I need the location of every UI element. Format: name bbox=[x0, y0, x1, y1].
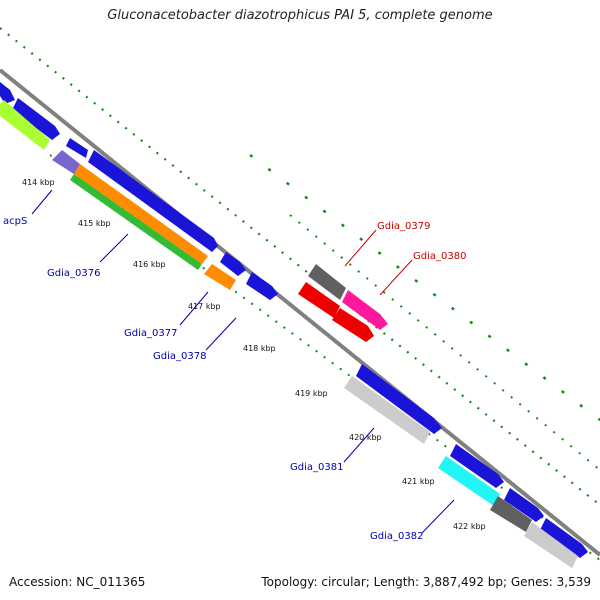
gene-arrow[interactable] bbox=[0, 82, 15, 104]
gene-arrow[interactable] bbox=[246, 272, 278, 300]
label-leaders bbox=[31, 189, 455, 534]
gene-arrow[interactable] bbox=[74, 164, 208, 264]
backbone-line bbox=[0, 68, 600, 557]
map-title: Gluconacetobacter diazotrophicus PAI 5, … bbox=[107, 8, 493, 23]
gene-arrow[interactable] bbox=[308, 264, 346, 300]
gene-arrow[interactable] bbox=[52, 150, 80, 174]
gene-arrow[interactable] bbox=[88, 150, 218, 252]
gene-arrow[interactable] bbox=[220, 252, 246, 276]
gene-arrow[interactable] bbox=[490, 496, 532, 532]
gene-arrow[interactable] bbox=[450, 444, 504, 488]
outer-dotted-track bbox=[0, 27, 600, 506]
gene-arrow[interactable] bbox=[524, 522, 578, 568]
kbp-tick-label: 416 kbp bbox=[133, 260, 166, 269]
gene-arrow[interactable] bbox=[332, 308, 374, 342]
kbp-tick-label: 422 kbp bbox=[453, 522, 486, 531]
forward-genes bbox=[0, 82, 588, 558]
middle-dotted-track bbox=[289, 214, 600, 471]
gene-arrow[interactable] bbox=[204, 264, 236, 290]
gene-arrow[interactable] bbox=[540, 518, 588, 558]
kbp-tick-label: 419 kbp bbox=[295, 389, 328, 398]
gene-arrow[interactable] bbox=[344, 376, 430, 444]
gene-label-gdia-0378[interactable]: Gdia_0378 bbox=[153, 351, 206, 362]
gene-arrow[interactable] bbox=[356, 364, 442, 434]
gene-arrow[interactable] bbox=[438, 456, 500, 506]
gene-arrow[interactable] bbox=[0, 100, 50, 150]
gene-label-acps[interactable]: acpS bbox=[3, 216, 27, 227]
gene-arrow[interactable] bbox=[66, 138, 88, 158]
genome-summary-label: Topology: circular; Length: 3,887,492 bp… bbox=[261, 575, 591, 589]
gene-label-gdia-0377[interactable]: Gdia_0377 bbox=[124, 328, 177, 339]
gene-arrow[interactable] bbox=[342, 290, 388, 330]
kbp-tick-label: 418 kbp bbox=[243, 344, 276, 353]
kbp-tick-label: 417 kbp bbox=[188, 302, 221, 311]
gene-label-gdia-0380[interactable]: Gdia_0380 bbox=[413, 251, 466, 262]
reverse-genes bbox=[0, 100, 578, 568]
gene-label-gdia-0376[interactable]: Gdia_0376 bbox=[47, 268, 100, 279]
gene-label-gdia-0379[interactable]: Gdia_0379 bbox=[377, 221, 430, 232]
kbp-tick-label: 421 kbp bbox=[402, 477, 435, 486]
accession-label: Accession: NC_011365 bbox=[9, 575, 146, 589]
kbp-tick-label: 414 kbp bbox=[22, 178, 55, 187]
kbp-tick-label: 415 kbp bbox=[78, 219, 111, 228]
gene-label-gdia-0382[interactable]: Gdia_0382 bbox=[370, 531, 423, 542]
gene-labels: acpS Gdia_0376 Gdia_0377 Gdia_0378 Gdia_… bbox=[3, 216, 466, 542]
gene-arrow[interactable] bbox=[70, 174, 202, 270]
gene-arrow[interactable] bbox=[504, 488, 544, 522]
gene-arrow[interactable] bbox=[298, 282, 340, 318]
gene-arrow[interactable] bbox=[12, 98, 60, 140]
gene-label-gdia-0381[interactable]: Gdia_0381 bbox=[290, 462, 343, 473]
inner-dotted-track bbox=[49, 154, 600, 561]
